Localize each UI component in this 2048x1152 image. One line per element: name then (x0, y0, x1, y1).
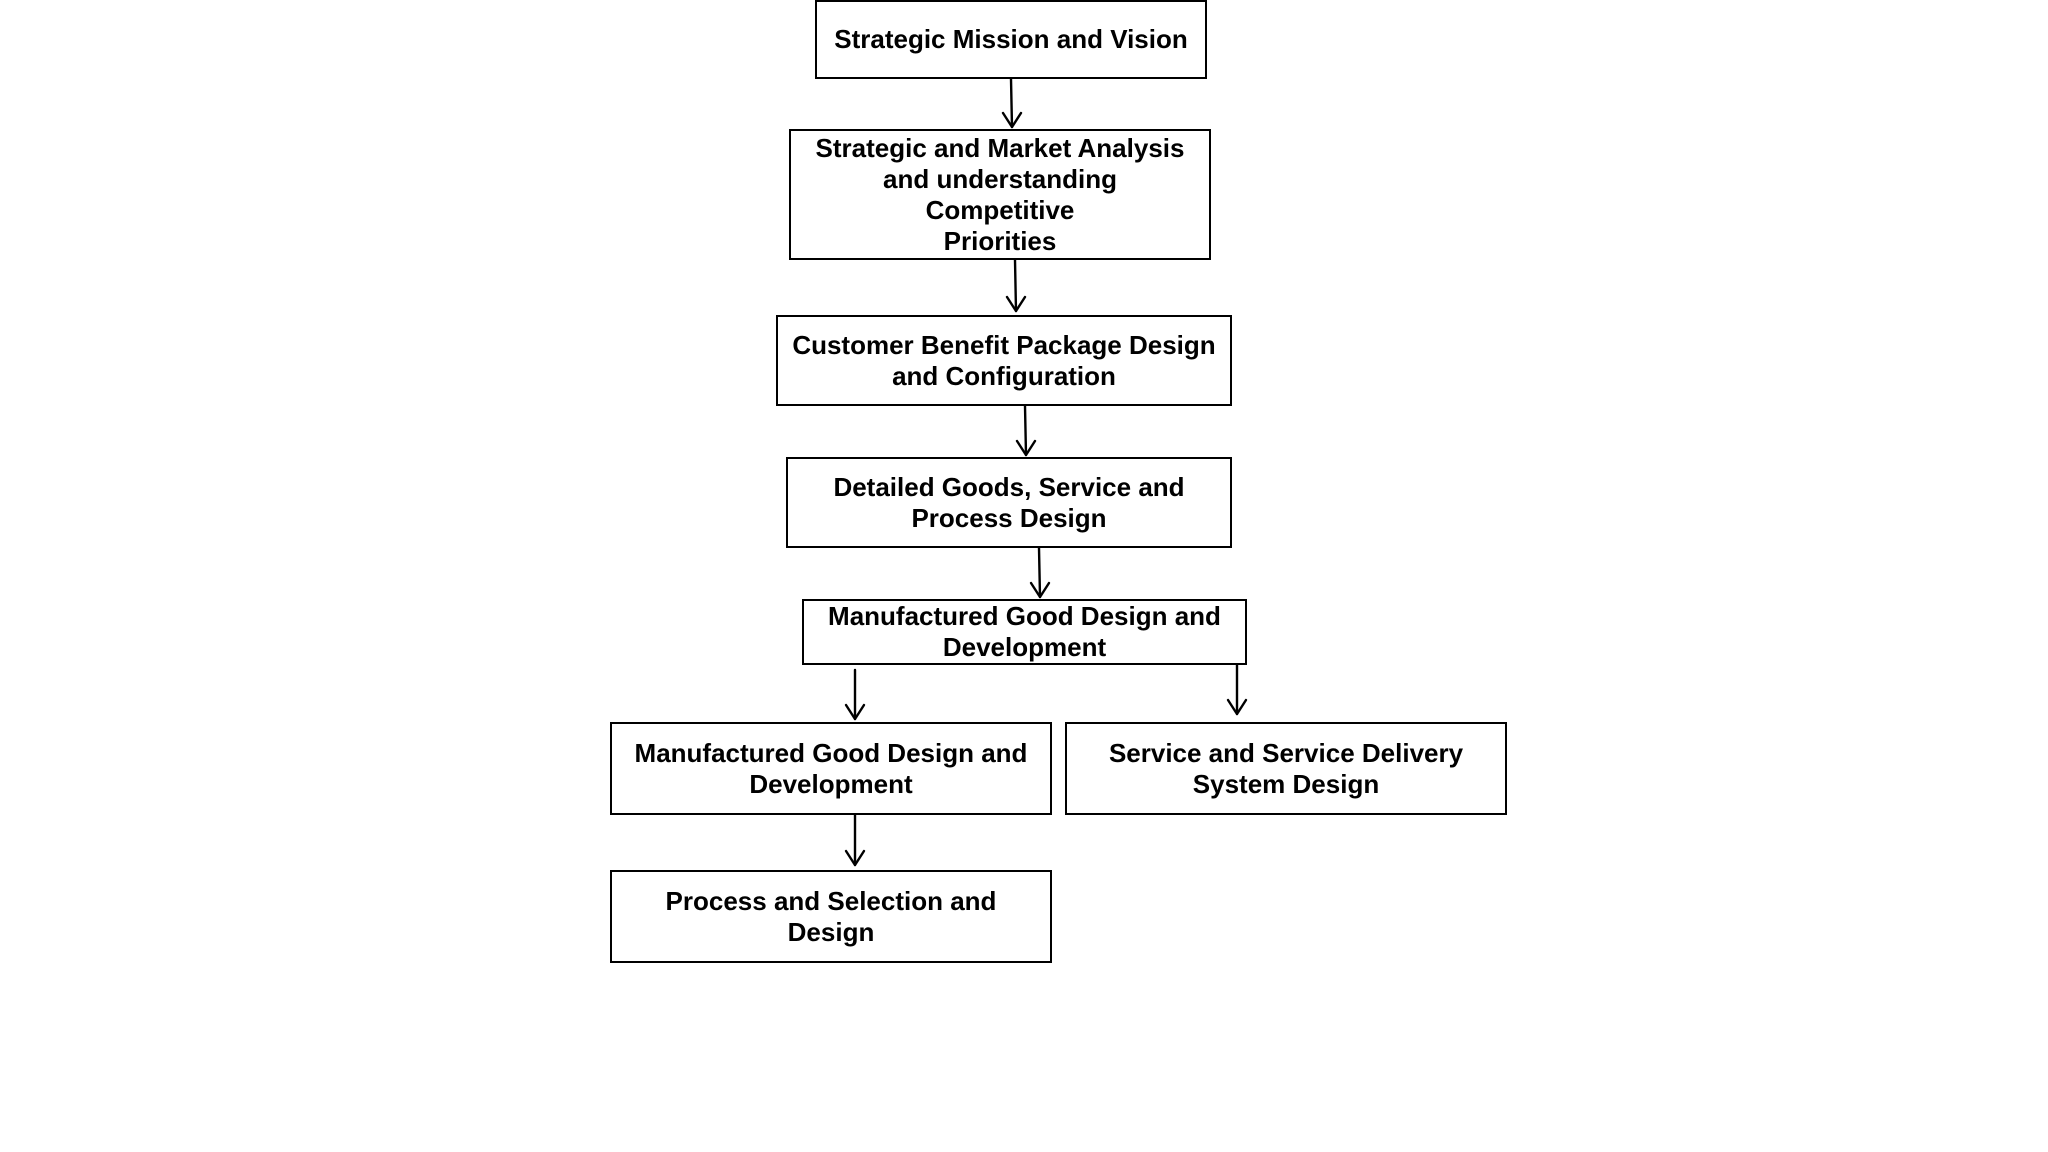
arrow-b5-b6 (844, 668, 866, 721)
node-label: Manufactured Good Design and Development (828, 601, 1221, 662)
node-label: Strategic Mission and Vision (834, 24, 1188, 54)
arrow-b2-b3 (1005, 258, 1027, 313)
node-customer-benefit-package: Customer Benefit Package Design and Conf… (776, 315, 1232, 406)
node-label: Strategic and Market Analysis and unders… (815, 132, 1185, 256)
node-strategic-mission: Strategic Mission and Vision (815, 0, 1207, 79)
arrow-b6-b8 (844, 813, 866, 867)
node-label: Detailed Goods, Service and Process Desi… (833, 471, 1185, 533)
node-label: Service and Service Delivery System Desi… (1108, 737, 1464, 799)
node-service-delivery-design: Service and Service Delivery System Desi… (1065, 722, 1507, 815)
arrow-b1-b2 (1001, 77, 1023, 129)
node-process-selection: Process and Selection and Design (610, 870, 1052, 963)
arrow-b3-b4 (1015, 404, 1037, 457)
node-manufactured-good-design: Manufactured Good Design and Development (802, 599, 1247, 665)
node-detailed-design: Detailed Goods, Service and Process Desi… (786, 457, 1232, 548)
node-market-analysis: Strategic and Market Analysis and unders… (789, 129, 1211, 260)
arrow-b5-b7 (1226, 663, 1248, 716)
node-manufactured-good-design-left: Manufactured Good Design and Development (610, 722, 1052, 815)
arrow-b4-b5 (1029, 546, 1051, 599)
node-label: Process and Selection and Design (665, 885, 997, 947)
node-label: Customer Benefit Package Design and Conf… (792, 329, 1216, 391)
node-label: Manufactured Good Design and Development (634, 737, 1028, 799)
